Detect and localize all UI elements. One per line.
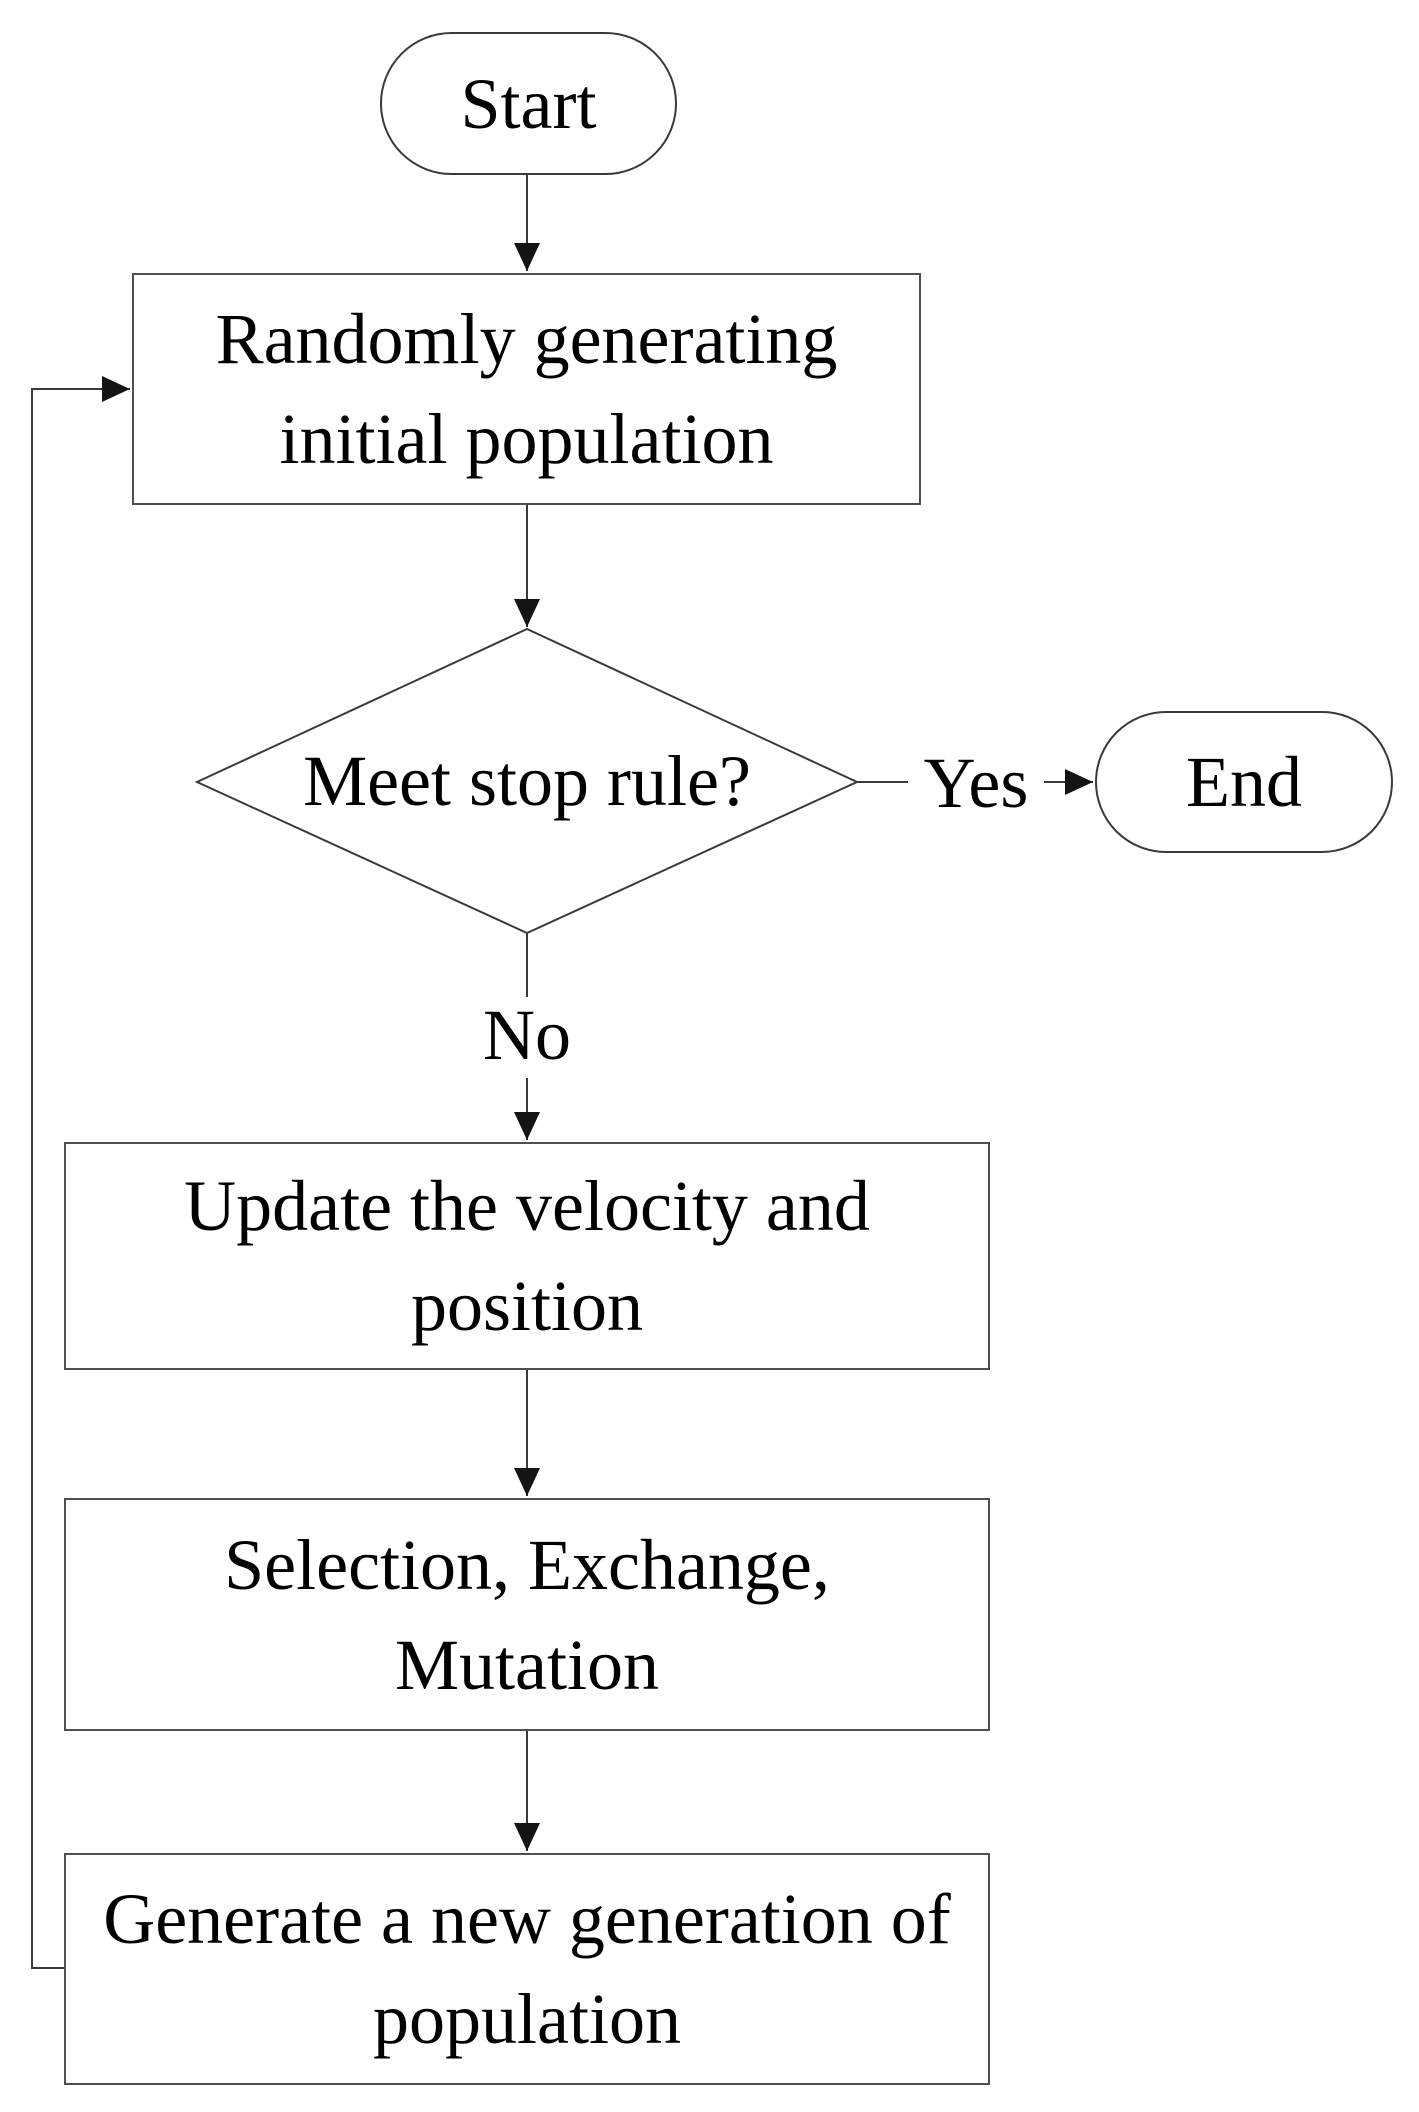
- end-label: End: [1186, 742, 1302, 822]
- edge-label-yes: Yes: [908, 747, 1044, 819]
- process-selection-exchange-mutation: Selection, Exchange, Mutation: [64, 1498, 990, 1731]
- process-generate-new-generation: Generate a new generation of population: [64, 1853, 990, 2085]
- select-label-line1: Selection, Exchange,: [224, 1524, 830, 1605]
- start-node: Start: [380, 32, 677, 175]
- newgen-label-line2: population: [373, 1979, 681, 2059]
- process-init-population: Randomly generating initial population: [132, 273, 921, 505]
- feedback-loop-line: [31, 376, 130, 1969]
- update-label-line2: position: [410, 1266, 644, 1346]
- select-label-line2: Mutation: [395, 1624, 659, 1705]
- newgen-label-line1: Generate a new generation of: [103, 1879, 951, 1959]
- decision-node: Meet stop rule?: [197, 629, 857, 933]
- init-label-line1: Randomly generating: [215, 299, 838, 379]
- process-update-velocity-position: Update the velocity and position: [64, 1142, 990, 1370]
- update-label-line1: Update the velocity and: [184, 1166, 870, 1246]
- start-label: Start: [460, 63, 597, 144]
- init-label-line2: initial population: [279, 399, 774, 479]
- end-node: End: [1095, 711, 1393, 853]
- edge-label-no: No: [458, 999, 596, 1071]
- decision-label: Meet stop rule?: [303, 741, 751, 821]
